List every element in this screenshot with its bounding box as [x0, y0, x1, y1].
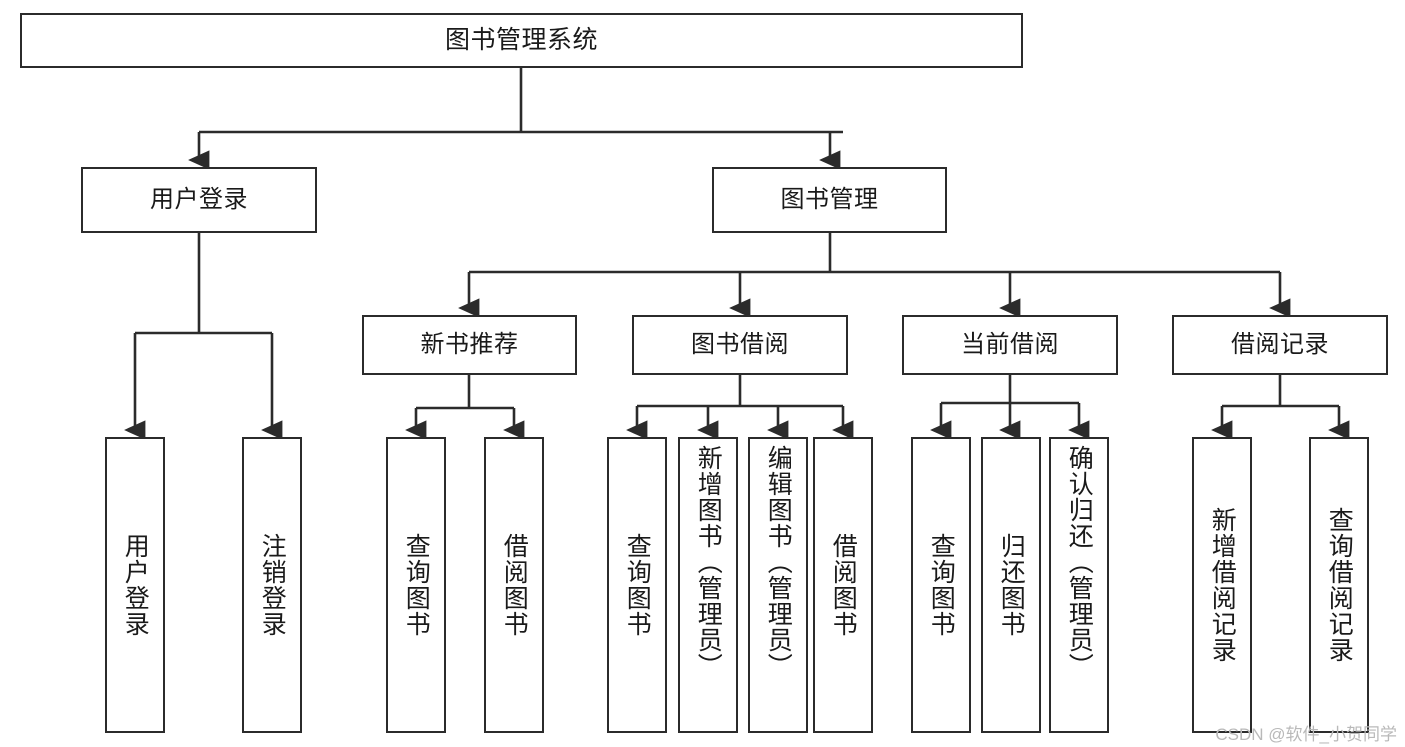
node-leaf-query-borrow-record[interactable]: 查询借阅记录 [1309, 437, 1369, 733]
node-leaf-add-borrow-record[interactable]: 新增借阅记录 [1192, 437, 1252, 733]
node-current-borrow[interactable]: 当前借阅 [902, 315, 1118, 375]
node-borrow-record[interactable]: 借阅记录 [1172, 315, 1388, 375]
node-leaf-edit-book-admin[interactable]: 编辑图书（管理员） [748, 437, 808, 733]
node-book-management[interactable]: 图书管理 [712, 167, 947, 233]
node-label: 查询图书 [402, 533, 431, 637]
node-label: 新增图书（管理员） [694, 445, 723, 679]
node-leaf-query-book-borrow[interactable]: 查询图书 [607, 437, 667, 733]
node-user-login[interactable]: 用户登录 [81, 167, 317, 233]
node-label: 用户登录 [121, 533, 150, 637]
node-leaf-confirm-return-admin[interactable]: 确认归还（管理员） [1049, 437, 1109, 733]
node-label: 新增借阅记录 [1208, 507, 1237, 663]
node-label: 用户登录 [150, 185, 248, 213]
node-label: 查询图书 [927, 533, 956, 637]
node-label: 归还图书 [997, 533, 1026, 637]
node-leaf-return-book[interactable]: 归还图书 [981, 437, 1041, 733]
node-label: 借阅记录 [1231, 330, 1329, 358]
node-label: 当前借阅 [961, 330, 1059, 358]
node-label: 查询借阅记录 [1325, 507, 1354, 663]
node-label: 新书推荐 [420, 330, 519, 358]
node-label: 图书借阅 [691, 330, 789, 358]
node-leaf-user-login[interactable]: 用户登录 [105, 437, 165, 733]
node-new-book-recommend[interactable]: 新书推荐 [362, 315, 577, 375]
node-label: 借阅图书 [829, 533, 858, 637]
node-leaf-borrow-book-recommend[interactable]: 借阅图书 [484, 437, 544, 733]
node-leaf-query-book-recommend[interactable]: 查询图书 [386, 437, 446, 733]
node-label: 确认归还（管理员） [1065, 445, 1094, 679]
node-label: 查询图书 [623, 533, 652, 637]
node-label: 注销登录 [258, 533, 287, 637]
node-leaf-borrow-book[interactable]: 借阅图书 [813, 437, 873, 733]
node-leaf-add-book-admin[interactable]: 新增图书（管理员） [678, 437, 738, 733]
node-root-book-management-system[interactable]: 图书管理系统 [20, 13, 1023, 68]
node-label: 图书管理系统 [444, 25, 598, 54]
node-leaf-query-book-current[interactable]: 查询图书 [911, 437, 971, 733]
node-leaf-logout[interactable]: 注销登录 [242, 437, 302, 733]
node-label: 借阅图书 [500, 533, 529, 637]
node-label: 图书管理 [780, 185, 879, 213]
node-book-borrow[interactable]: 图书借阅 [632, 315, 848, 375]
node-label: 编辑图书（管理员） [764, 445, 793, 679]
